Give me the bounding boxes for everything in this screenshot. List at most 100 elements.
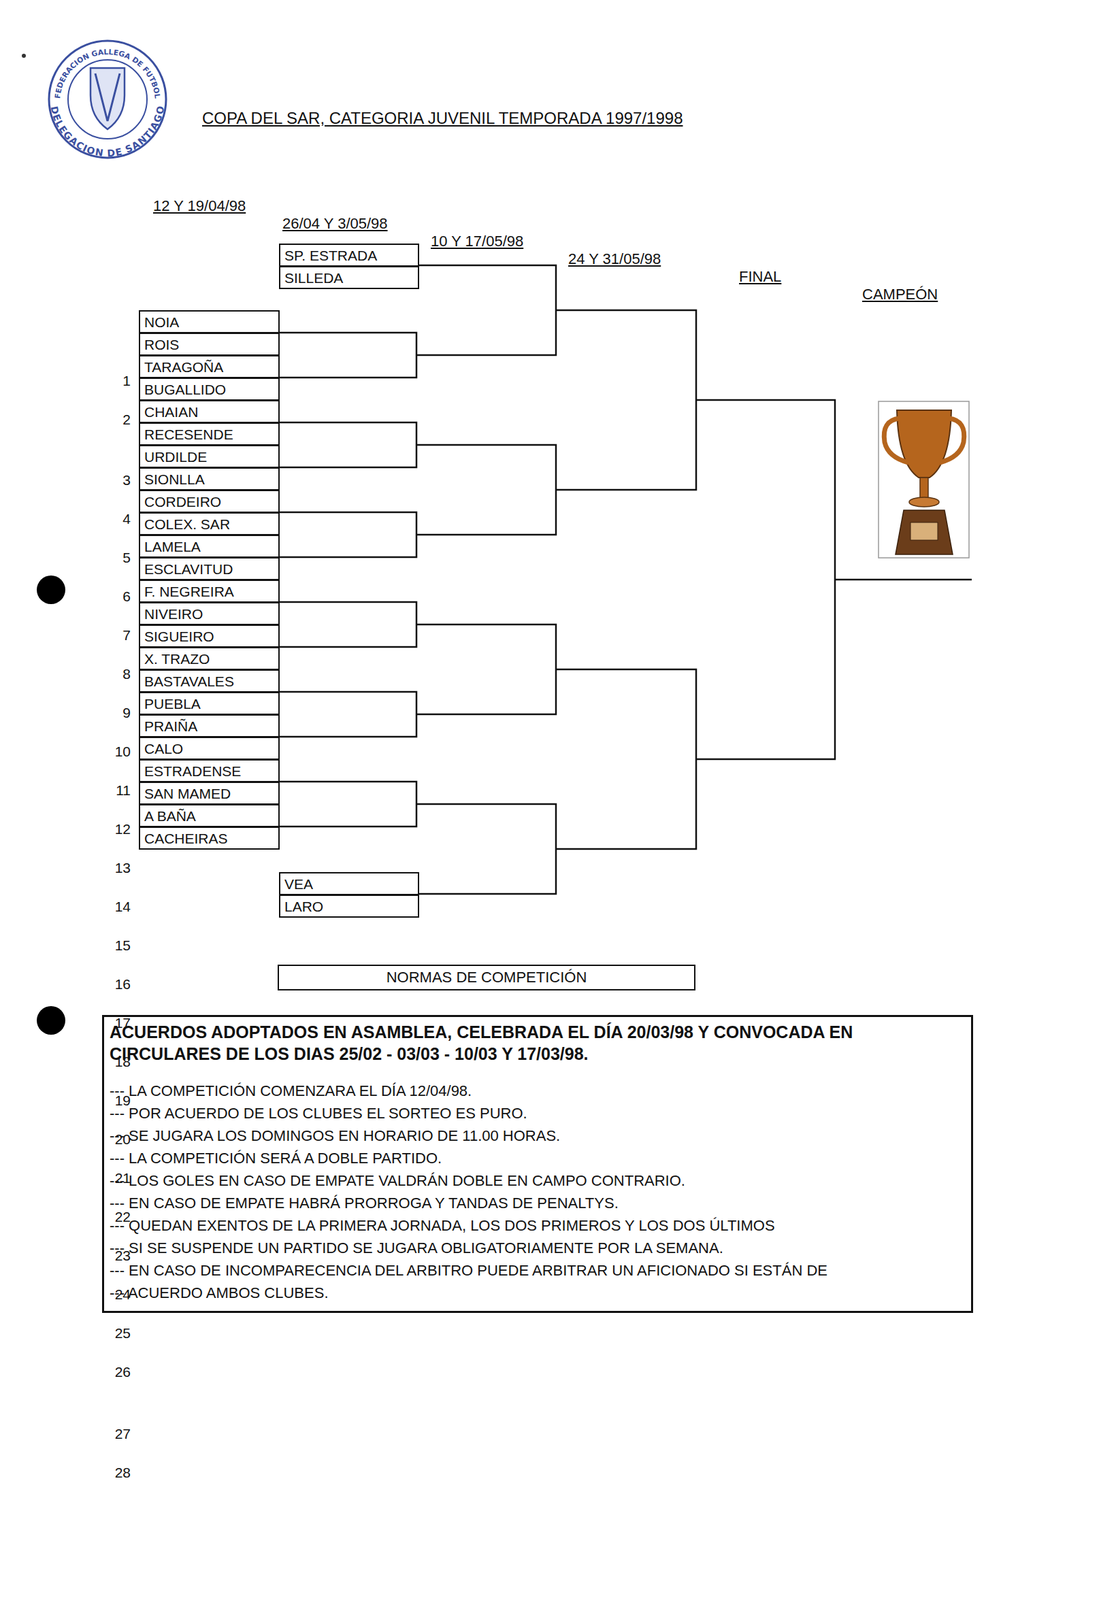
row-number: 17 [100,1015,131,1032]
row-number: 22 [100,1209,131,1226]
rule-line: --- SI SE SUSPENDE UN PARTIDO SE JUGARA … [109,1237,966,1260]
row-number: 23 [100,1248,131,1265]
team-box: ESTRADENSE [138,759,280,783]
team-box: VEA [279,872,420,896]
round-date-header: FINAL [739,268,1116,286]
team-box: A BAÑA [138,804,280,828]
team-box: SAN MAMED [138,781,280,806]
row-number: 4 [100,511,131,528]
team-name: TARAGOÑA [144,359,224,375]
row-number: 2 [100,411,131,429]
row-number: 20 [100,1131,131,1148]
row-number: 19 [100,1092,131,1110]
team-box: TARAGOÑA [138,355,280,379]
team-name: BASTAVALES [144,674,235,689]
team-box: CALO [138,736,280,761]
team-name: PRAIÑA [144,719,198,734]
round-date-header: CAMPEÓN [862,285,1116,304]
team-name: PUEBLA [144,696,201,712]
team-name: ESTRADENSE [144,764,241,779]
logo-text: FEDERACION GALLEGA DE FUTBOL [53,47,162,100]
logo-text: DELEGACION DE SANTIAGO [48,105,167,160]
row-number: 27 [100,1426,131,1443]
team-box: SIONLLA [138,467,280,491]
round-date-header: 10 Y 17/05/98 [430,232,1116,251]
team-name: CACHEIRAS [144,831,228,846]
team-name: A BAÑA [144,809,196,824]
team-box: COLEX. SAR [138,512,280,536]
team-box: ESCLAVITUD [138,557,280,581]
team-name: SIGUEIRO [144,629,215,644]
team-box: BUGALLIDO [138,377,280,401]
team-box: NIVEIRO [138,602,280,626]
team-name: LAMELA [144,539,201,554]
heading-box: NORMAS DE COMPETICIÓN [277,964,696,991]
team-box: ROIS [138,332,280,356]
row-number: 24 [100,1286,131,1304]
federation-logo: FEDERACION GALLEGA DE FUTBOLDELEGACION D… [0,0,218,205]
row-number: 16 [100,976,131,993]
team-name: LARO [284,899,324,914]
team-name: COLEX. SAR [144,517,231,532]
rules-box: ACUERDOS ADOPTADOS EN ASAMBLEA, CELEBRAD… [102,1015,974,1314]
row-number: 12 [100,821,131,838]
team-name: CORDEIRO [144,494,222,510]
team-name: SILLEDA [284,270,343,286]
team-name: NIVEIRO [144,606,203,622]
team-box: LAMELA [138,534,280,558]
round-date-header: 24 Y 31/05/98 [568,250,1116,269]
team-box: PUEBLA [138,692,280,716]
rule-line: --- ACUERDO AMBOS CLUBES. [109,1282,966,1305]
team-name: URDILDE [144,449,207,465]
team-name: ESCLAVITUD [144,562,233,577]
row-number: 10 [100,743,131,761]
row-number: 26 [100,1364,131,1381]
row-number: 11 [100,782,131,799]
team-name: X. TRAZO [144,651,210,667]
row-number: 6 [100,588,131,605]
trophy-picture [878,401,970,558]
team-name: CALO [144,741,184,757]
rule-line: --- LA COMPETICIÓN SERÁ A DOBLE PARTIDO. [109,1147,966,1170]
team-name: ROIS [144,337,179,352]
round-date-header: 26/04 Y 3/05/98 [282,215,1116,233]
team-name: SP. ESTRADA [284,248,377,263]
team-box: CHAIAN [138,400,280,424]
rule-line: --- EN CASO DE EMPATE HABRÁ PRORROGA Y T… [109,1192,966,1215]
rule-line: --- QUEDAN EXENTOS DE LA PRIMERA JORNADA… [109,1214,966,1238]
team-box: X. TRAZO [138,647,280,671]
team-box: SP. ESTRADA [279,243,420,267]
team-box: NOIA [138,310,280,334]
row-number: 9 [100,704,131,722]
row-number: 13 [100,860,131,877]
row-number: 14 [100,898,131,916]
row-number: 21 [100,1170,131,1187]
rule-line: --- LA COMPETICIÓN COMENZARA EL DÍA 12/0… [109,1079,966,1103]
round-date-header: 12 Y 19/04/98 [153,197,1116,216]
team-box: URDILDE [138,445,280,469]
team-box: CORDEIRO [138,489,280,514]
section-heading: NORMAS DE COMPETICIÓN [386,969,588,987]
team-name: CHAIAN [144,404,199,420]
logo-text: FEDERACION GALLEGA DE FUTBOL [53,47,162,100]
team-box: LARO [279,894,420,918]
document-title: COPA DEL SAR, CATEGORIA JUVENIL TEMPORAD… [202,108,1116,128]
team-box: F. NEGREIRA [138,579,280,603]
rule-line: --- EN CASO DE INCOMPARECENCIA DEL ARBIT… [109,1259,966,1283]
team-name: F. NEGREIRA [144,584,235,599]
rule-line: --- LOS GOLES EN CASO DE EMPATE VALDRÁN … [109,1169,966,1193]
team-box: SILLEDA [279,266,420,290]
row-number: 1 [100,372,131,390]
team-box: RECESENDE [138,422,280,446]
team-name: BUGALLIDO [144,382,226,397]
team-name: NOIA [144,315,179,330]
logo-text: DELEGACION DE SANTIAGO [48,105,167,160]
row-number: 28 [100,1465,131,1482]
row-number: 8 [100,666,131,683]
team-box: SIGUEIRO [138,624,280,648]
row-number: 18 [100,1054,131,1071]
rule-line: --- SE JUGARA LOS DOMINGOS EN HORARIO DE… [109,1124,966,1148]
team-name: SAN MAMED [144,786,231,801]
team-box: BASTAVALES [138,669,280,693]
row-number: 3 [100,472,131,489]
